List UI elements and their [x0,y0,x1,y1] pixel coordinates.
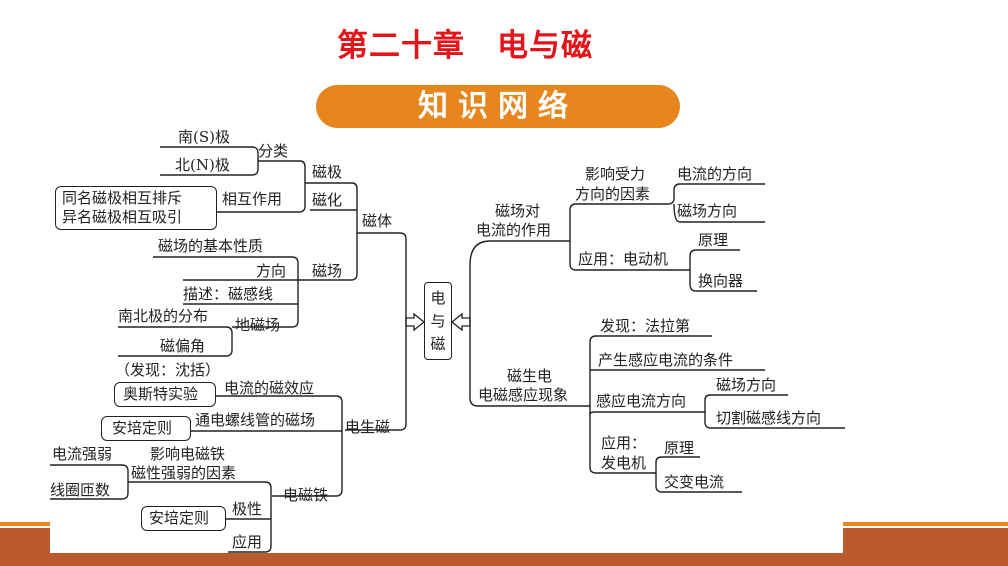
node-app-2: 发电机 [601,454,647,472]
node-app-1: 应用： [601,434,647,452]
node-magnetization: 磁化 [312,191,343,209]
node-commutator: 换向器 [698,272,744,290]
node-mag-to-elec-1: 磁生电 [507,367,553,385]
node-pole-distribution: 南北极的分布 [118,307,209,325]
node-electricity-to-magnetism: 电生磁 [345,418,391,436]
node-field-direction-2: 磁场方向 [716,376,777,394]
node-attract: 异名磁极相互吸引 [62,208,183,226]
oersted-box [114,382,216,407]
node-oersted: 奥斯特实验 [123,385,199,403]
node-current-direction: 电流的方向 [677,165,753,183]
node-current-strength: 电流强弱 [52,445,113,463]
section-banner: 知识网络 [316,85,680,128]
node-strength-factors: 磁性强弱的因素 [131,464,237,482]
node-n-pole: 北(N)极 [175,156,230,174]
node-solenoid-field: 通电螺线管的磁场 [195,411,316,429]
central-topic-label: 电与磁 [430,289,446,353]
node-motor-app: 应用：电动机 [578,250,669,268]
page-title: 第二十章 电与磁 [337,28,593,64]
node-current-effect: 电流的磁效应 [224,379,315,397]
node-ampere-rule-2: 安培定则 [149,509,210,527]
node-force-factors-2: 方向的因素 [575,185,651,203]
node-basic-property: 磁场的基本性质 [158,237,264,255]
node-induced-direction: 感应电流方向 [596,392,687,410]
ampere-rule-box-2 [141,506,226,531]
node-classify: 分类 [258,142,289,160]
node-principle-2: 原理 [664,439,695,457]
mindmap-panel [50,150,843,553]
node-ampere-rule-1: 安培定则 [112,419,173,437]
node-repel: 同名磁极相互排斥 [62,189,183,207]
node-principle-1: 原理 [698,231,729,249]
node-cutting-direction: 切割磁感线方向 [716,409,822,427]
node-application: 应用 [232,533,263,551]
node-earth-field: 地磁场 [235,316,281,334]
node-magnetic-field: 磁场 [312,262,343,280]
node-force-factors-1: 影响受力 [585,165,646,183]
node-electromagnet: 电磁铁 [283,486,329,504]
node-faraday: 发现：法拉第 [600,317,691,335]
node-turns: 线圈匝数 [50,481,111,499]
node-ac: 交变电流 [664,473,725,491]
node-magnetic-pole: 磁极 [312,163,343,181]
node-direction: 方向 [256,262,287,280]
node-field-on-current-2: 电流的作用 [476,221,552,239]
node-field-on-current-1: 磁场对 [495,202,541,220]
node-polarity: 极性 [232,500,263,518]
node-interaction: 相互作用 [222,190,283,208]
node-field-direction-1: 磁场方向 [677,202,738,220]
central-topic: 电与磁 [424,282,452,360]
ampere-rule-box-1 [101,416,191,441]
node-magnet: 磁体 [362,212,393,230]
node-discovery: （发现：沈括） [115,361,221,379]
node-declination: 磁偏角 [160,337,206,355]
node-s-pole: 南(S)极 [178,128,230,146]
node-mag-to-elec-2: 电磁感应现象 [478,386,569,404]
pole-interaction-box [55,186,217,230]
node-affect-em: 影响电磁铁 [150,445,226,463]
node-describe: 描述：磁感线 [183,285,274,303]
node-induction-condition: 产生感应电流的条件 [598,351,734,369]
